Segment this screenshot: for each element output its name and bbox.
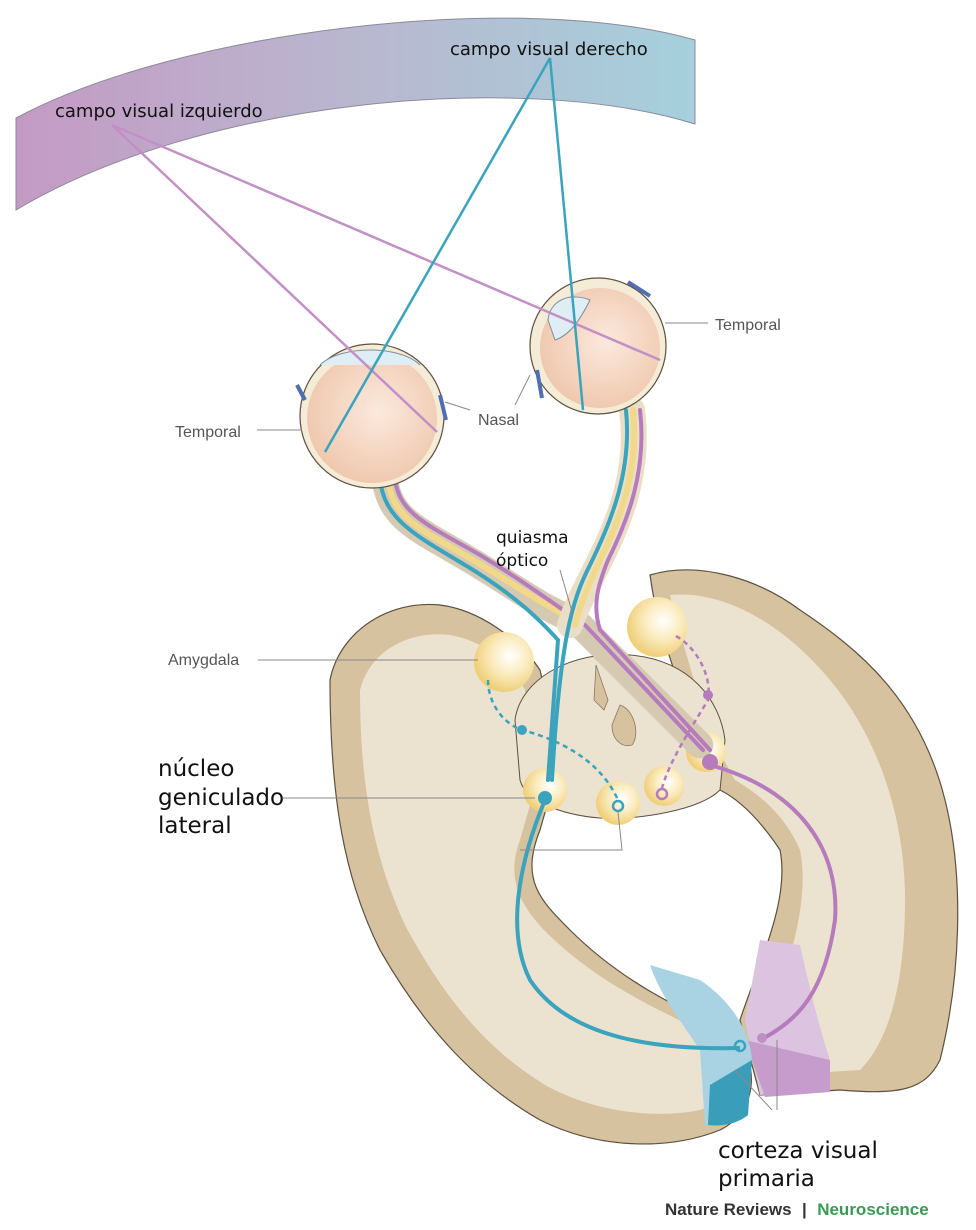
brain-left-hemisphere <box>329 603 752 1145</box>
optic-radiation-right <box>709 763 838 1042</box>
left-eye <box>295 343 448 489</box>
optic-chiasm-label-2: óptico <box>496 551 548 571</box>
lgn-right-nucleus <box>644 766 684 806</box>
credit-journal: Nature Reviews <box>665 1200 792 1219</box>
collateral-right <box>660 634 710 789</box>
v1-label-2: primaria <box>718 1166 815 1192</box>
lgn-label-1: núcleo <box>158 756 234 782</box>
temporal-right-label: Temporal <box>715 317 781 334</box>
leader-lines <box>257 322 778 1111</box>
visual-field-arc <box>15 17 696 211</box>
v1-label-1: corteza visual <box>718 1138 878 1164</box>
credit: Nature Reviews | Neuroscience <box>665 1200 929 1220</box>
brain-right-hemisphere <box>649 569 959 1097</box>
optic-chiasm-label-1: quiasma <box>496 528 569 548</box>
collateral-left <box>486 679 620 801</box>
credit-section: Neuroscience <box>817 1200 929 1219</box>
amygdala-right <box>627 597 687 657</box>
lgn-left-nucleus-2 <box>596 781 640 825</box>
amygdala-label: Amygdala <box>168 652 239 669</box>
left-visual-field-label: campo visual izquierdo <box>55 101 263 122</box>
temporal-left-label: Temporal <box>175 424 241 441</box>
amygdala-left <box>474 632 534 692</box>
lgn-label-3: lateral <box>158 813 232 839</box>
optic-radiation-left <box>515 799 741 1051</box>
lgn-label-2: geniculado <box>158 785 284 811</box>
optic-nerve-right <box>550 397 712 782</box>
optic-nerve-left <box>371 466 714 782</box>
light-rays <box>111 57 661 453</box>
nasal-label: Nasal <box>478 412 519 429</box>
lgn-left-nucleus <box>523 768 567 812</box>
right-eye <box>529 277 667 415</box>
right-visual-field-label: campo visual derecho <box>450 39 648 60</box>
credit-separator: | <box>802 1200 807 1219</box>
